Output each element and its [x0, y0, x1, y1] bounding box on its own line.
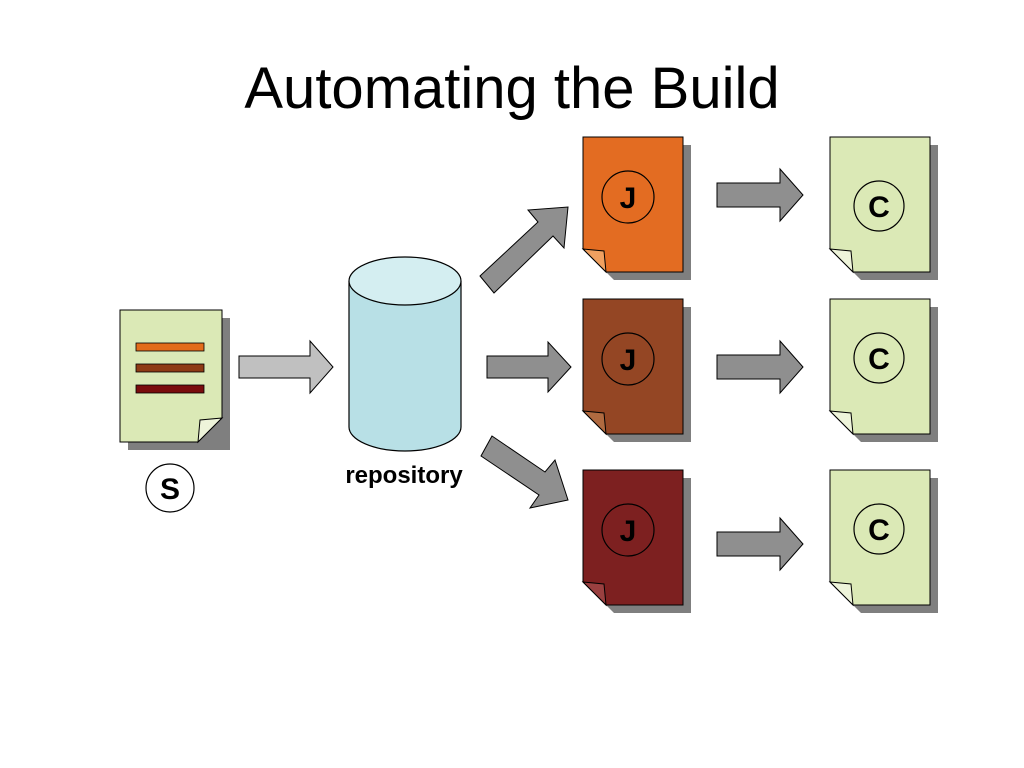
arrow-jar-to-class-3: [716, 516, 804, 572]
class-document-2: C: [828, 298, 938, 442]
class-document-1: C: [828, 136, 938, 280]
class-badge-1: C: [868, 191, 890, 224]
repository-top: [348, 256, 462, 306]
jar-document-1-page: [582, 136, 684, 273]
arrow-repository-to-jar-3: [480, 435, 569, 509]
jar-badge-2: J: [620, 344, 637, 377]
jar-document-1-fold: [581, 248, 607, 274]
class-badge-2: C: [868, 343, 890, 376]
jar-document-1: J: [581, 136, 691, 280]
repository-label: repository: [345, 462, 463, 489]
source-badge-label: S: [160, 473, 180, 506]
jar-document-3-page: [582, 469, 684, 606]
repository-body: [348, 281, 462, 452]
class-document-2-page: [829, 298, 931, 435]
source-badge: S: [145, 463, 195, 513]
repository-cylinder: [348, 256, 462, 452]
class-document-3: C: [828, 469, 938, 613]
arrow-source-to-repository: [238, 339, 334, 395]
source-line-2: [135, 363, 205, 373]
arrow-repository-to-jar-2: [486, 340, 572, 394]
slide-title: Automating the Build: [244, 56, 780, 121]
arrow-repository-to-jar-1: [479, 206, 569, 294]
source-line-3: [135, 384, 205, 394]
source-document: [119, 309, 230, 450]
jar-badge-3: J: [620, 515, 637, 548]
jar-document-3-fold: [581, 581, 607, 607]
class-document-1-page: [829, 136, 931, 273]
arrow-jar-to-class-1: [716, 167, 804, 223]
jar-badge-1: J: [620, 182, 637, 215]
arrow-jar-to-class-2: [716, 339, 804, 395]
source-line-1: [135, 342, 205, 352]
class-document-3-page: [829, 469, 931, 606]
jar-document-2-fold: [581, 410, 607, 436]
class-badge-3: C: [868, 514, 890, 547]
jar-document-2-page: [582, 298, 684, 435]
jar-document-3: J: [581, 469, 691, 613]
jar-document-2: J: [581, 298, 691, 442]
